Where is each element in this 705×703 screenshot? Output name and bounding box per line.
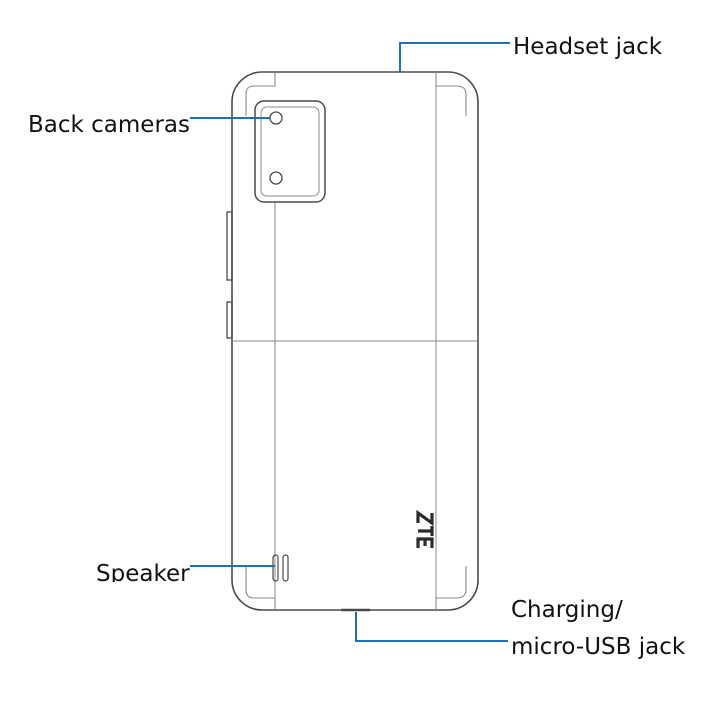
camera-module-inner — [260, 106, 320, 197]
speaker-grille-right — [282, 554, 289, 582]
corner-bracket-top-right — [435, 72, 467, 116]
corner-bracket-bottom-right — [435, 566, 467, 610]
charging-label-line1: Charging/ — [511, 597, 623, 623]
callout-line-charging — [355, 612, 508, 642]
back-cameras-label: Back cameras — [28, 112, 190, 138]
callout-line-headset-jack — [399, 42, 510, 72]
back-camera-lens-bottom — [269, 171, 283, 185]
speaker-grille-left — [272, 554, 279, 582]
speaker-label: Speaker — [96, 563, 190, 582]
volume-button — [226, 211, 233, 281]
headset-jack-label: Headset jack — [513, 34, 663, 60]
corner-bracket-bottom-left — [245, 566, 276, 610]
corner-bracket-top-left — [245, 72, 276, 116]
camera-module — [254, 100, 326, 203]
charging-label-line2: micro-USB jack — [511, 634, 686, 660]
power-button — [226, 301, 233, 339]
zte-logo — [416, 509, 434, 548]
